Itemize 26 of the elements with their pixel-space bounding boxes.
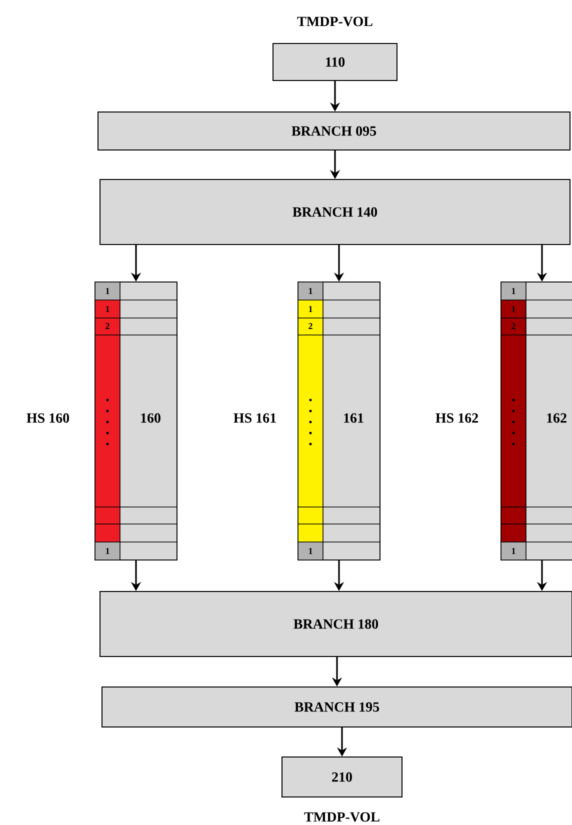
heat-structure-label: HS 161 — [234, 413, 276, 423]
cell-number: 1 — [106, 306, 110, 312]
branch-box: BRANCH 140 — [100, 179, 570, 245]
cell-number: 1 — [308, 306, 312, 312]
pipe-number: 161 — [344, 413, 364, 423]
volume-label: TMDP-VOL — [304, 812, 380, 822]
branch-box: 110 — [272, 43, 398, 81]
branch-box: BRANCH 180 — [100, 591, 572, 657]
branch-box: BRANCH 195 — [102, 686, 572, 728]
branch-box: 210 — [282, 756, 402, 798]
pipe-number: 160 — [141, 413, 160, 423]
cell-number: 2 — [106, 323, 110, 329]
heat-structure-label: HS 162 — [436, 413, 478, 423]
branch-box: BRANCH 095 — [98, 112, 570, 150]
cell-number: 2 — [512, 323, 516, 329]
pipe-number: 162 — [547, 413, 566, 423]
cell-number: 1 — [512, 306, 516, 312]
cell-number: 1 — [106, 288, 110, 294]
cell-number: 1 — [308, 548, 312, 554]
cell-number: 1 — [308, 288, 312, 294]
cell-number: 2 — [308, 323, 312, 329]
cell-number: 1 — [512, 288, 516, 294]
cell-number: 1 — [512, 548, 516, 554]
cell-number: 1 — [106, 548, 110, 554]
heat-structure-label: HS 160 — [26, 413, 70, 423]
volume-label: TMDP-VOL — [297, 16, 372, 26]
